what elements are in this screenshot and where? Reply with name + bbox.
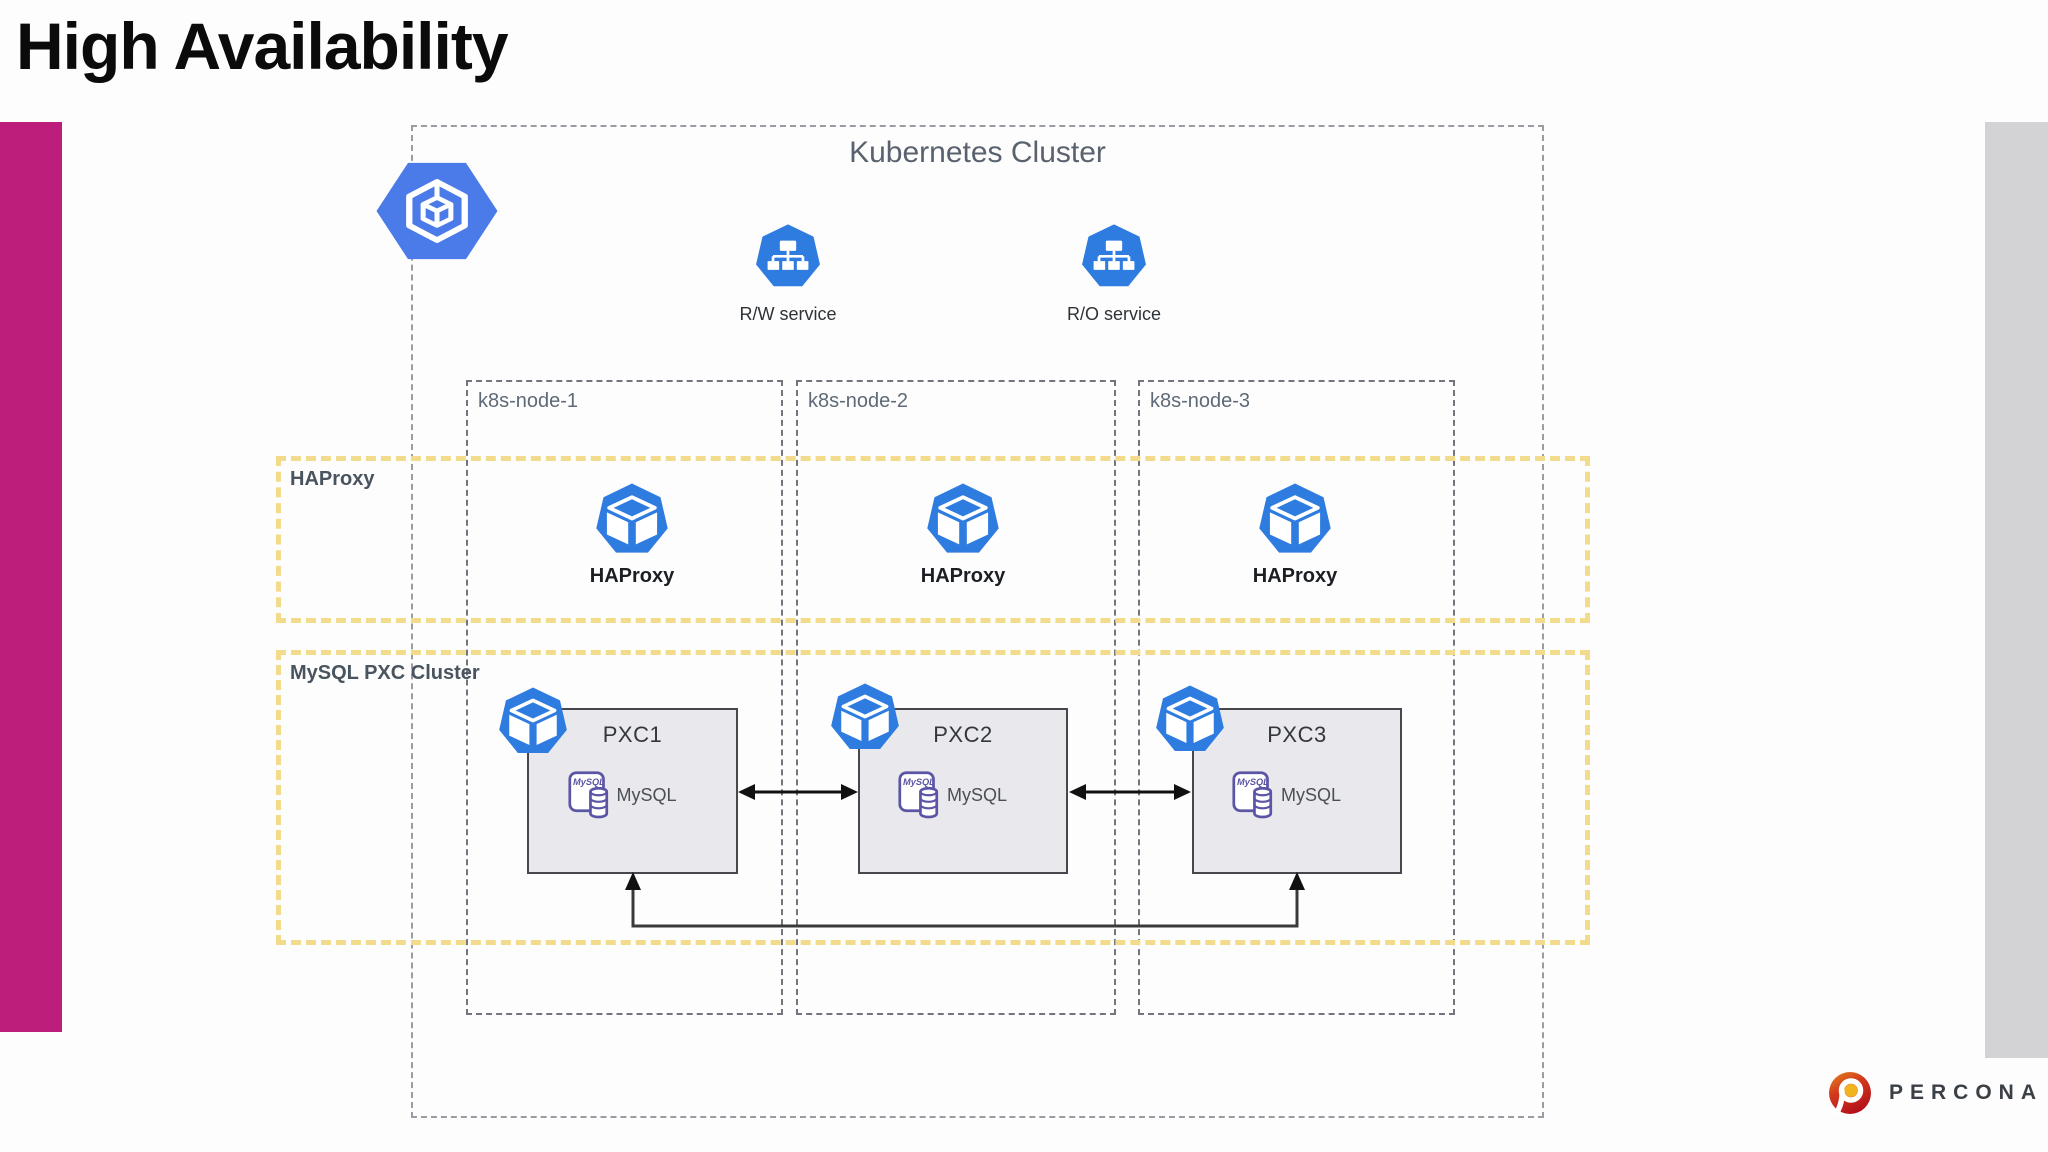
- pxc-tier-box: MySQL PXC Cluster: [276, 650, 1590, 945]
- haproxy-tier-label: HAProxy: [290, 468, 375, 490]
- node-box-3: k8s-node-3: [1138, 380, 1455, 1015]
- mysql-engine-label: MySQL: [1280, 784, 1342, 805]
- haproxy-pod-1-label: HAProxy: [589, 565, 675, 587]
- node-box-1: k8s-node-1: [466, 380, 783, 1015]
- node-box-2: k8s-node-2: [796, 380, 1116, 1015]
- pxc-box-2: PXC2 MySQL MySQL: [858, 708, 1068, 874]
- pxc-1-pod-icon: [497, 686, 569, 758]
- mysql-engine-label: MySQL: [616, 784, 677, 805]
- haproxy-pod-2-label: HAProxy: [920, 565, 1006, 587]
- node-label-3: k8s-node-3: [1150, 390, 1251, 412]
- mysql-logo-icon: MySQL: [898, 771, 939, 819]
- haproxy-pod-3: HAProxy: [1215, 482, 1375, 588]
- service-rw-label: R/W service: [739, 304, 837, 324]
- mysql-logo-text: MySQL: [573, 777, 605, 787]
- mysql-logo-text: MySQL: [1237, 777, 1269, 787]
- pod-icon: [594, 482, 670, 558]
- service-icon: [1080, 223, 1148, 291]
- mysql-logo-icon: MySQL: [567, 771, 608, 819]
- pod-icon: [1257, 482, 1333, 558]
- percona-logo-icon: [1828, 1071, 1872, 1115]
- node-label-1: k8s-node-1: [478, 390, 579, 412]
- mysql-logo-text: MySQL: [903, 777, 935, 787]
- mysql-engine-row: MySQL MySQL: [1231, 770, 1341, 820]
- pxc-2-title: PXC2: [933, 722, 993, 747]
- haproxy-pod-2: HAProxy: [883, 482, 1043, 588]
- mysql-engine-row: MySQL MySQL: [566, 770, 677, 820]
- pod-icon: [925, 482, 1001, 558]
- haproxy-pod-1: HAProxy: [552, 482, 712, 588]
- kubernetes-engine-icon: [374, 155, 500, 267]
- service-rw: R/W service: [698, 223, 878, 325]
- mysql-logo-icon: MySQL: [1232, 771, 1273, 819]
- pxc-3-pod-icon: [1154, 684, 1226, 756]
- mysql-engine-row: MySQL MySQL: [897, 770, 1007, 820]
- right-gray-bar: [1985, 122, 2048, 1058]
- left-accent-bar: [0, 122, 62, 1032]
- node-label-2: k8s-node-2: [808, 390, 909, 412]
- service-icon: [754, 223, 822, 291]
- percona-logo: PERCONA: [1828, 1071, 2043, 1115]
- pxc-tier-label: MySQL PXC Cluster: [290, 662, 480, 684]
- pxc-3-title: PXC3: [1267, 722, 1327, 747]
- mysql-engine-label: MySQL: [946, 784, 1008, 805]
- service-ro-label: R/O service: [1066, 304, 1162, 324]
- kubernetes-cluster-title: Kubernetes Cluster: [849, 136, 1106, 169]
- percona-logo-text: PERCONA: [1889, 1081, 2044, 1104]
- pxc-2-pod-icon: [829, 682, 901, 754]
- haproxy-tier-box: HAProxy: [276, 456, 1590, 623]
- service-ro: R/O service: [1024, 223, 1204, 325]
- pxc-1-title: PXC1: [602, 722, 663, 747]
- page-title: High Availability: [16, 9, 509, 83]
- haproxy-pod-3-label: HAProxy: [1252, 565, 1338, 587]
